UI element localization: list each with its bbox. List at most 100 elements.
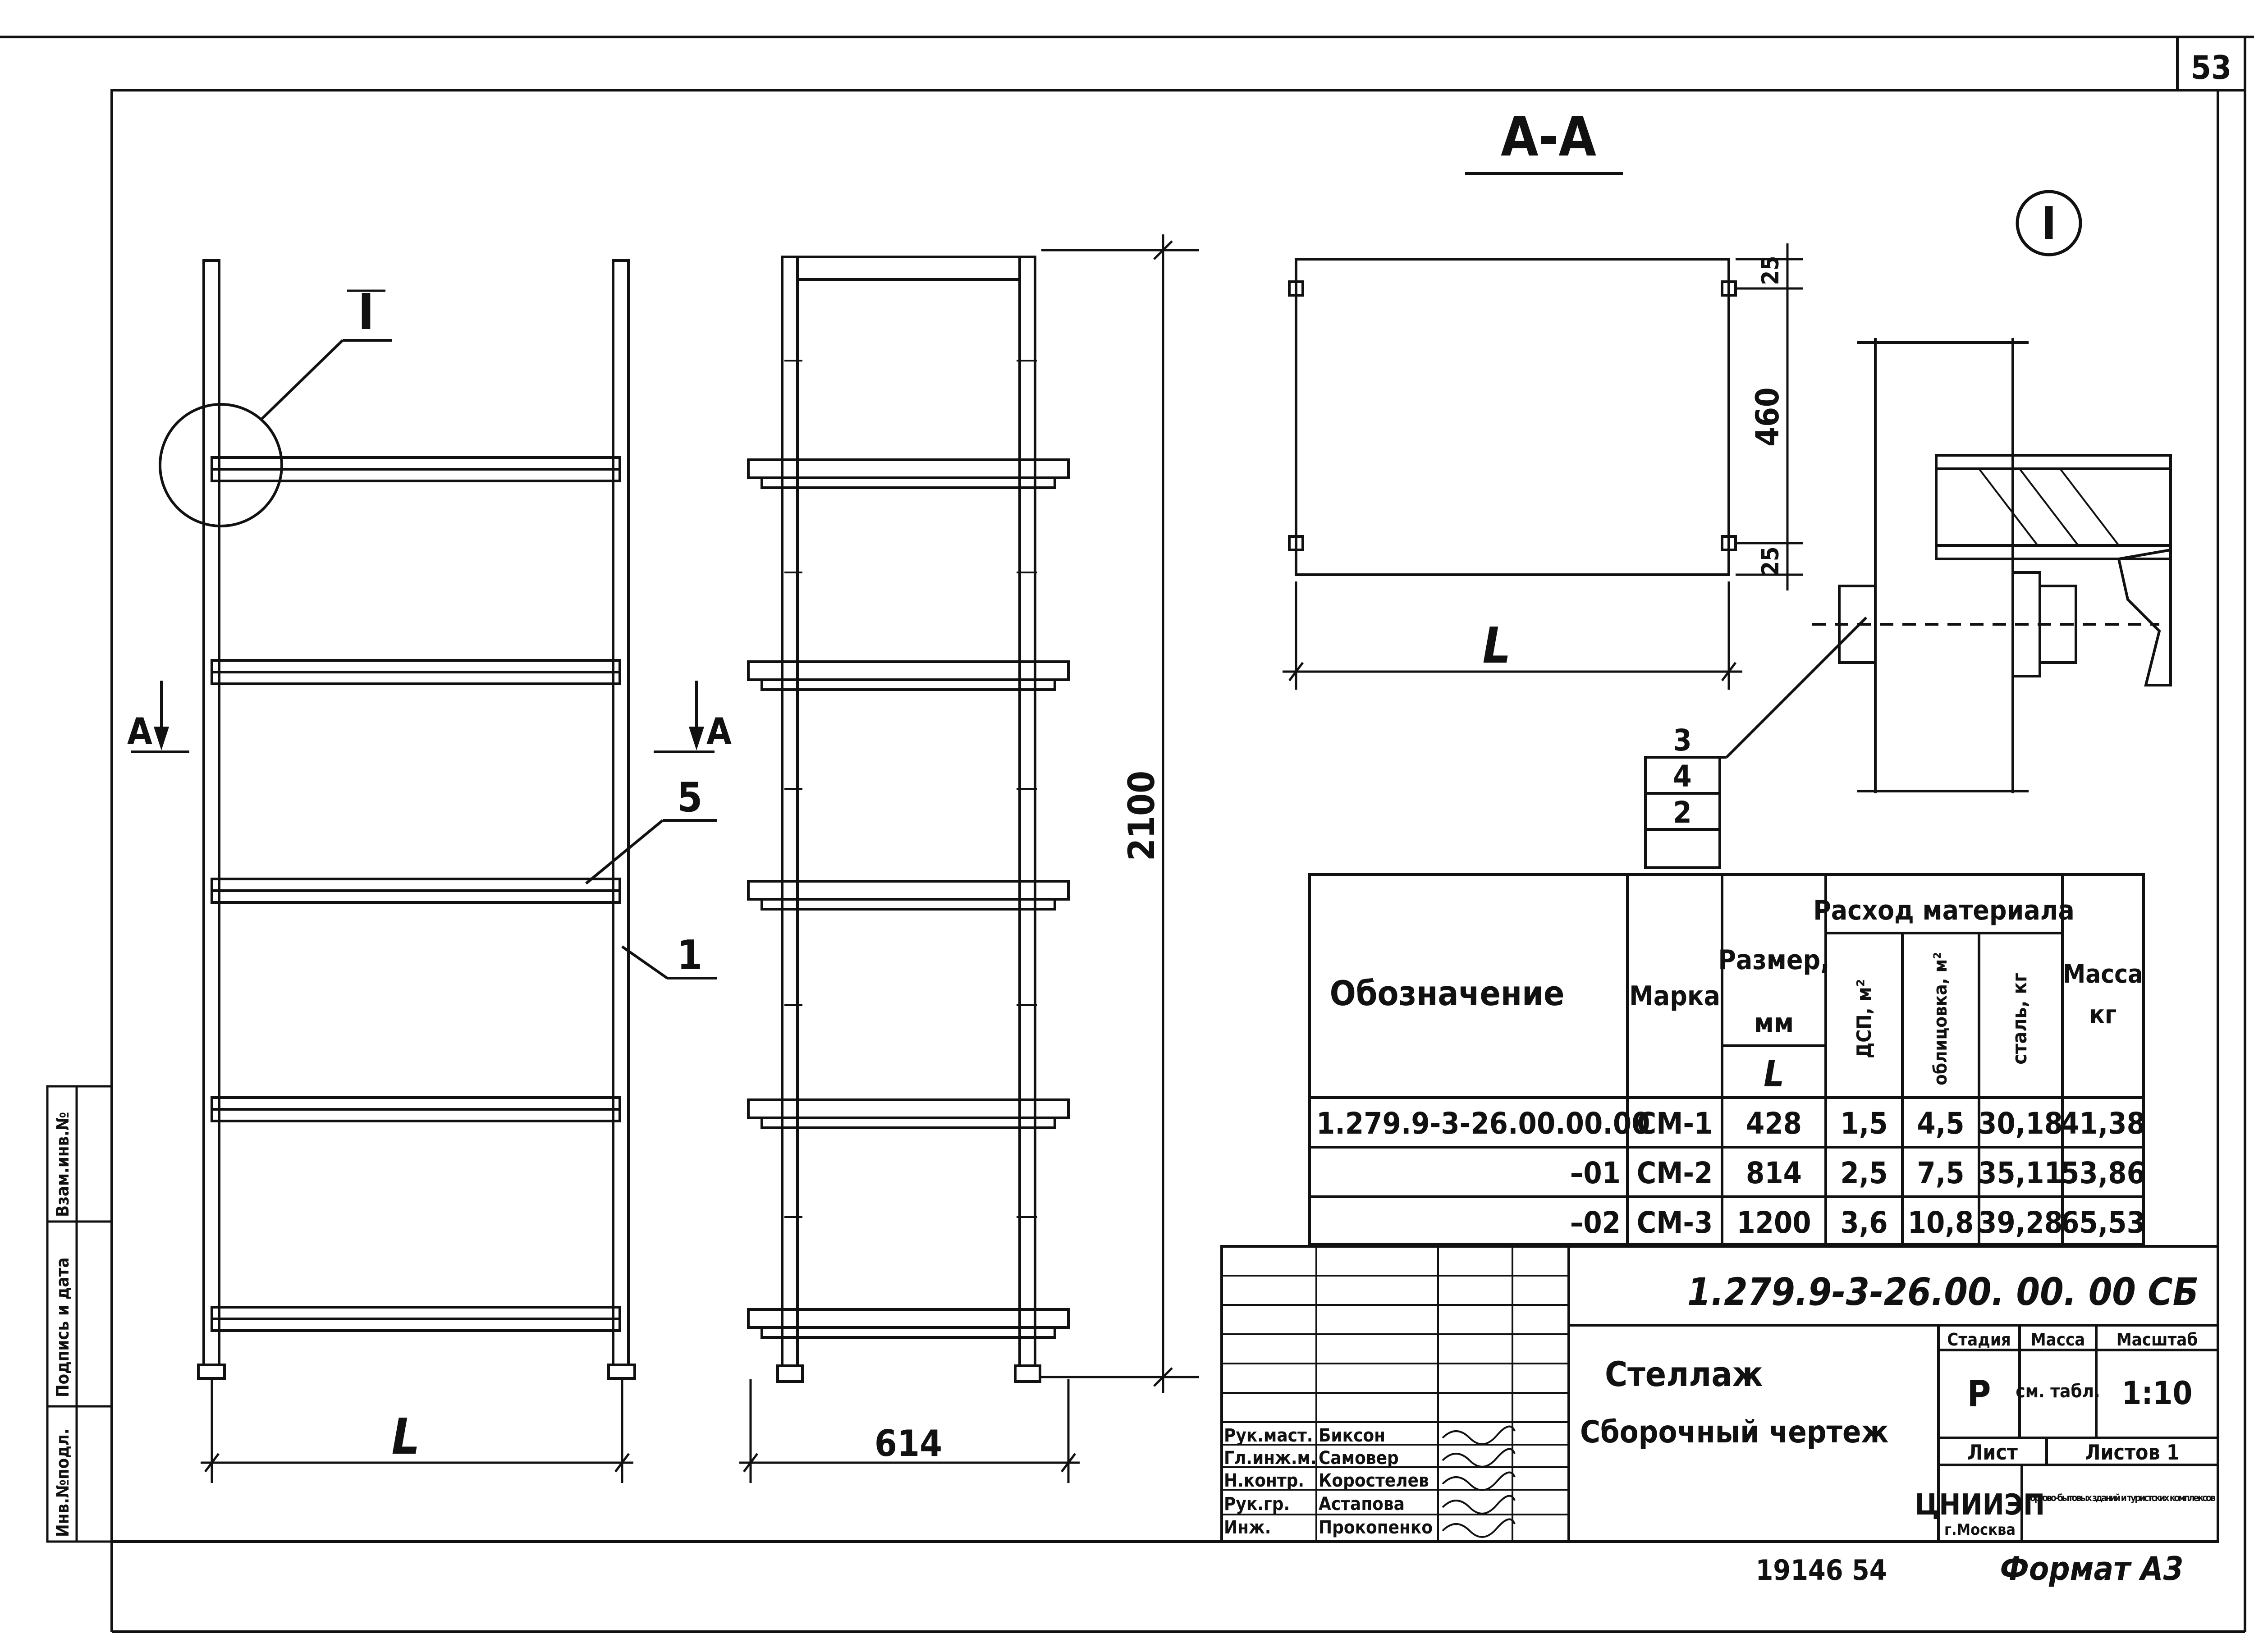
org-name: ЦНИИЭП xyxy=(1915,1488,2045,1522)
handwritten-signatures xyxy=(1442,1425,1516,1538)
detail-marker-label: I xyxy=(2041,197,2056,250)
section-offset-top-label: 25 xyxy=(1757,256,1784,285)
format-label: Формат А3 xyxy=(2000,1550,2183,1588)
detail-marker-circle xyxy=(2016,190,2082,256)
row-mark: СМ-1 xyxy=(1637,1106,1713,1141)
side-stamp xyxy=(46,1085,113,1543)
row-steel: 35,11 xyxy=(1978,1156,2063,1190)
row-mass: 65,53 xyxy=(2061,1205,2145,1240)
side-bolt-marks xyxy=(784,360,1037,1218)
title-name-1: Стеллаж xyxy=(1605,1354,1763,1394)
org-desc: торгово-бытовых зданий и туристских комп… xyxy=(2026,1492,2216,1503)
signature-grid xyxy=(1222,1246,1569,1542)
signatures: Рук.маст. Биксон Гл.инж.м. Самовер Н.кон… xyxy=(1224,1425,1433,1538)
cut-mark-left xyxy=(131,681,189,753)
stage-value: Р xyxy=(1967,1373,1991,1415)
hdr-cladding: облицовка, м² xyxy=(1930,952,1951,1085)
row-mass: 41,38 xyxy=(2061,1106,2145,1141)
width-dimension-label: L xyxy=(391,1408,420,1465)
scale-value: 1:10 xyxy=(2122,1375,2193,1412)
detail-hatch xyxy=(1978,468,2120,546)
section-depth-label: 460 xyxy=(1749,387,1786,446)
hdr-consumption: Расход материала xyxy=(1813,895,2075,926)
sig-role: Гл.инж.м. xyxy=(1224,1448,1317,1469)
sheet-label: Лист xyxy=(1967,1440,2018,1464)
front-shelves xyxy=(211,456,621,1332)
footer-number: 19146 54 xyxy=(1755,1554,1887,1587)
sig-name: Прокопенко xyxy=(1319,1517,1433,1538)
sig-name: Биксон xyxy=(1319,1425,1385,1446)
row-cladding: 10,8 xyxy=(1908,1205,1974,1240)
row-dsp: 2,5 xyxy=(1840,1156,1887,1190)
hdr-mass: Масса xyxy=(2063,960,2143,989)
row-cladding: 4,5 xyxy=(1917,1106,1964,1141)
row-dsp: 3,6 xyxy=(1840,1205,1887,1240)
row-size: 1200 xyxy=(1736,1205,1811,1240)
spec-row-2: –01 СМ-2 814 2,5 7,5 35,11 53,86 xyxy=(1570,1156,2145,1190)
scale-label: Масштаб xyxy=(2117,1330,2198,1350)
row-steel: 30,18 xyxy=(1978,1106,2063,1141)
section-depth-dimension xyxy=(1736,243,1803,590)
post-ref-label: 1 xyxy=(677,932,702,979)
spec-table xyxy=(1308,873,2145,1245)
height-dimension xyxy=(1041,234,1199,1393)
front-view xyxy=(159,259,717,1380)
org-city: г.Москва xyxy=(1944,1521,2016,1539)
row-dsp: 1,5 xyxy=(1840,1106,1887,1141)
detail-item-4: 4 xyxy=(1673,759,1691,794)
row-cladding: 7,5 xyxy=(1917,1156,1964,1190)
side-stamp-replace: Взам.инв.№ xyxy=(53,1112,73,1217)
hdr-size-var: L xyxy=(1764,1053,1784,1095)
title-name-2: Сборочный чертеж xyxy=(1580,1414,1888,1450)
hdr-designation: Обозначение xyxy=(1330,973,1565,1013)
depth-dimension xyxy=(739,1379,1080,1483)
sig-name: Самовер xyxy=(1319,1448,1399,1469)
detail-item-2: 2 xyxy=(1673,795,1691,830)
shelf-ref-label: 5 xyxy=(677,774,702,821)
hdr-size-unit: мм xyxy=(1754,1007,1794,1039)
sig-role: Н.контр. xyxy=(1224,1470,1304,1491)
row-designation: 1.279.9-3-26.00.00.00 xyxy=(1316,1106,1650,1141)
cut-mark-left-label: А xyxy=(127,710,152,752)
cut-mark-right-label: А xyxy=(706,710,732,752)
row-designation: –01 xyxy=(1570,1156,1621,1190)
detail-circle xyxy=(159,403,283,527)
row-designation: –02 xyxy=(1570,1205,1621,1240)
spec-row-1: 1.279.9-3-26.00.00.00 СМ-1 428 1,5 4,5 3… xyxy=(1316,1106,2145,1141)
depth-dimension-label: 614 xyxy=(875,1423,942,1464)
hdr-steel: сталь, кг xyxy=(2008,973,2031,1065)
height-dimension-label: 2100 xyxy=(1121,771,1163,861)
hdr-size: Размер, xyxy=(1718,944,1829,976)
sig-role: Рук.маст. xyxy=(1224,1425,1313,1446)
section-view xyxy=(1288,258,1737,576)
section-width-dimension xyxy=(1283,581,1742,690)
sheet-number: 53 xyxy=(2191,49,2231,87)
hdr-mass-unit: кг xyxy=(2089,1000,2117,1030)
hdr-dsp: ДСП, м² xyxy=(1853,979,1876,1058)
hdr-mark: Марка xyxy=(1629,980,1720,1012)
row-mass: 53,86 xyxy=(2061,1156,2145,1190)
detail-item-3: 3 xyxy=(1673,723,1691,758)
side-view xyxy=(747,256,1070,1383)
sig-name: Астапова xyxy=(1319,1494,1405,1515)
title-block xyxy=(1220,1245,2219,1543)
side-stamp-inv: Инв.№подл. xyxy=(53,1428,73,1537)
mass-label: Масса xyxy=(2031,1330,2085,1350)
width-dimension xyxy=(201,1379,633,1483)
row-mark: СМ-3 xyxy=(1637,1205,1713,1240)
spec-row-3: –02 СМ-3 1200 3,6 10,8 39,28 65,53 xyxy=(1570,1205,2145,1240)
sig-role: Инж. xyxy=(1224,1517,1271,1538)
row-size: 428 xyxy=(1746,1106,1802,1141)
detail-callout-label: I xyxy=(358,283,375,341)
row-mark: СМ-2 xyxy=(1637,1156,1713,1190)
cut-mark-right xyxy=(654,681,715,753)
mass-value: см. табл. xyxy=(2016,1381,2100,1402)
row-steel: 39,28 xyxy=(1978,1205,2063,1240)
stage-label: Стадия xyxy=(1947,1330,2011,1350)
sheet-frame xyxy=(0,36,2254,1633)
section-offset-bottom-label: 25 xyxy=(1757,546,1784,576)
sheets-label: Листов 1 xyxy=(2085,1440,2180,1464)
row-size: 814 xyxy=(1746,1156,1802,1190)
sig-role: Рук.гр. xyxy=(1224,1494,1290,1515)
